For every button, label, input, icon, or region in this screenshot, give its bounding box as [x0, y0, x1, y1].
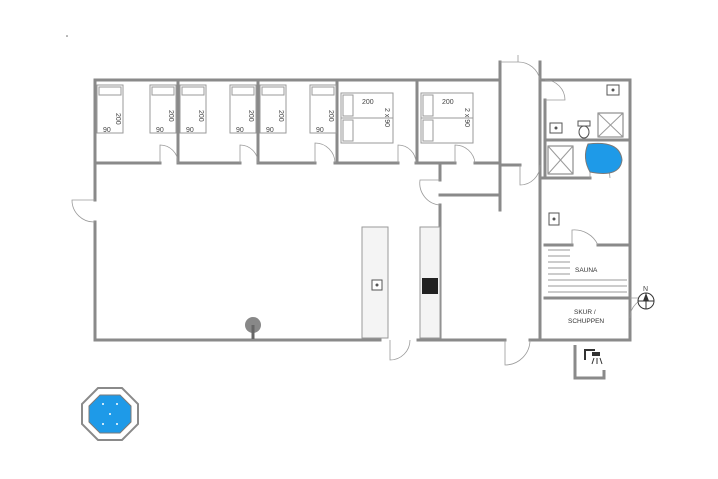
sink-icon: [549, 122, 563, 134]
bed-width-label: 90: [103, 127, 111, 134]
bed-length-label: 200: [167, 110, 174, 122]
bed-width-label: 2 x 90: [383, 108, 390, 127]
bed-width-label: 90: [266, 127, 274, 134]
sauna-label: SAUNA: [575, 267, 598, 274]
bed-length-label: 200: [277, 110, 284, 122]
bed-length-label: 200: [197, 110, 204, 122]
bed-width-label: 2 x 90: [463, 108, 470, 127]
bedroom-4: 200 90: [309, 84, 337, 134]
bedroom-5: 200 2 x 90: [340, 92, 394, 144]
bed-length-label: 200: [442, 99, 454, 106]
shed-label-line1: SKUR /: [574, 309, 596, 316]
stove-icon: [422, 278, 438, 294]
door-swings: [71, 55, 651, 366]
shower-2-icon: [547, 145, 574, 175]
compass-icon: N: [637, 286, 655, 310]
bed-length-label: 200: [247, 110, 254, 122]
bed-length-label: 200: [362, 99, 374, 106]
shed-label-line2: SCHUPPEN: [568, 318, 604, 325]
bedroom-2: 200 90 200 90: [149, 84, 207, 134]
bathtub-icon: [584, 142, 623, 174]
sauna-room: SAUNA: [548, 249, 627, 293]
bedroom-3: 200 90 200 90: [229, 84, 287, 134]
corridor-sink-icon: [548, 212, 560, 226]
bed-length-label: 200: [114, 113, 121, 125]
compass-north-label: N: [643, 286, 648, 293]
shower-icon: [597, 112, 624, 138]
shed-room: SKUR / SCHUPPEN: [568, 309, 604, 325]
outdoor-shower-icon: [573, 345, 606, 380]
bed-width-label: 90: [186, 127, 194, 134]
bed-width-label: 90: [156, 127, 164, 134]
kitchen-sink-icon: [371, 279, 383, 291]
bedroom-1: 200 90: [96, 84, 124, 134]
bed-width-label: 90: [316, 127, 324, 134]
marker-dot: [66, 35, 68, 37]
bedroom-6: 200 2 x 90: [420, 92, 474, 144]
toilet-icon: [577, 120, 591, 139]
bed-width-label: 90: [236, 127, 244, 134]
fireplace-icon: [245, 317, 261, 339]
whirlpool-icon: [81, 387, 139, 441]
interior-walls: [93, 78, 632, 342]
outer-walls: [93, 60, 632, 342]
bed-length-label: 200: [327, 110, 334, 122]
top-sink-icon: [606, 84, 620, 96]
